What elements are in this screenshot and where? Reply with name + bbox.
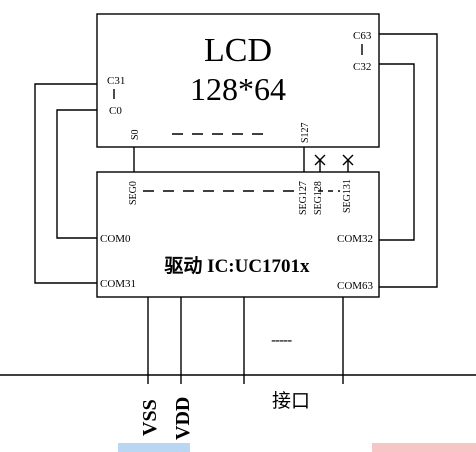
wire-c63-com63 [379, 33, 438, 288]
driver-pin-com63: COM63 [337, 280, 374, 292]
lcd-pin-c63: C63 [353, 30, 372, 42]
lcd-pin-c0: C0 [109, 105, 122, 117]
driver-pin-seg131: SEG131 [342, 179, 353, 213]
lcd-box [96, 13, 380, 148]
driver-pin-com31: COM31 [100, 278, 136, 290]
lcd-title: LCD [204, 32, 272, 69]
pin-vss-label: VSS [139, 399, 161, 436]
driver-title: 驱动 IC:UC1701x [164, 255, 310, 277]
lcd-pin-c32: C32 [353, 61, 371, 73]
driver-box [96, 171, 380, 298]
driver-pin-com0: COM0 [100, 233, 131, 245]
lcd-pin-s0: S0 [130, 129, 141, 140]
wiring [0, 33, 476, 384]
pin-vdd-label: VDD [172, 397, 194, 440]
wire-c0-com0 [56, 109, 97, 239]
wire-c32-com32 [379, 63, 415, 241]
driver-pin-seg128: SEG128 [313, 181, 324, 215]
interface-dots: ----- [271, 333, 292, 349]
lcd-panel: LCD 128*64 C31 C0 C63 C32 S0 S127 [96, 13, 380, 148]
seg128-nc-mark [314, 154, 326, 166]
driver-pin-seg127: SEG127 [298, 181, 309, 215]
interface-labels: ----- 接口 VSS VDD [139, 333, 310, 440]
lcd-pin-s127: S127 [300, 122, 311, 143]
lcd-pin-c31: C31 [107, 75, 125, 87]
wire-c31-com31 [34, 83, 97, 284]
driver-pin-com32: COM32 [337, 233, 373, 245]
interface-label: 接口 [272, 390, 310, 412]
bottom-blue-accent [118, 443, 190, 452]
driver-pin-seg0: SEG0 [128, 181, 139, 205]
seg131-nc-mark [342, 154, 354, 166]
lcd-resolution: 128*64 [190, 71, 286, 107]
bottom-red-accent [372, 443, 476, 452]
driver-ic: 驱动 IC:UC1701x SEG0 SEG127 SEG128 SEG131 … [96, 171, 380, 298]
